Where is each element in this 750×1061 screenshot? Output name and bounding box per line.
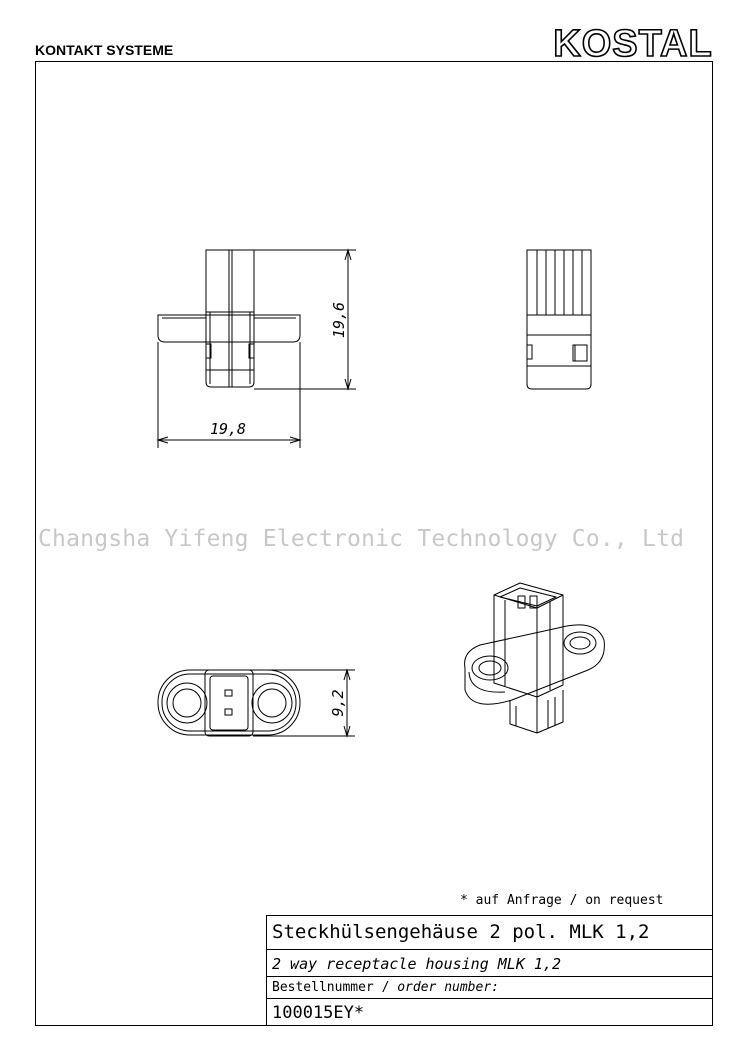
front-view bbox=[157, 249, 301, 388]
order-number-label: Bestellnummer / order number: bbox=[267, 977, 713, 999]
logo-text: KOSTAL bbox=[553, 23, 712, 64]
height-dimension-label: 19,6 bbox=[330, 302, 348, 338]
drawing-frame bbox=[35, 61, 713, 1026]
watermark: Changsha Yifeng Electronic Technology Co… bbox=[38, 526, 685, 552]
title-block: Steckhülsengehäuse 2 pol. MLK 1,2 2 way … bbox=[266, 915, 713, 1026]
order-label-german: Bestellnummer / bbox=[272, 980, 398, 995]
depth-dimension bbox=[253, 668, 355, 738]
order-number: 100015EY* bbox=[272, 1003, 365, 1023]
depth-dimension-label: 9,2 bbox=[329, 689, 347, 716]
width-dimension-label: 19,8 bbox=[210, 420, 246, 438]
order-label-english: order number: bbox=[397, 980, 499, 995]
bottom-view bbox=[157, 669, 301, 737]
width-dimension bbox=[156, 342, 302, 448]
side-view bbox=[526, 249, 592, 390]
title-english: 2 way receptacle housing MLK 1,2 bbox=[267, 950, 713, 977]
isometric-view bbox=[464, 582, 605, 734]
height-dimension bbox=[254, 248, 356, 391]
title-german: Steckhülsengehäuse 2 pol. MLK 1,2 bbox=[267, 916, 713, 950]
kostal-logo: KOSTAL bbox=[552, 22, 712, 64]
request-note: * auf Anfrage / on request bbox=[460, 893, 664, 908]
company-name: KONTAKT SYSTEME bbox=[35, 42, 174, 58]
